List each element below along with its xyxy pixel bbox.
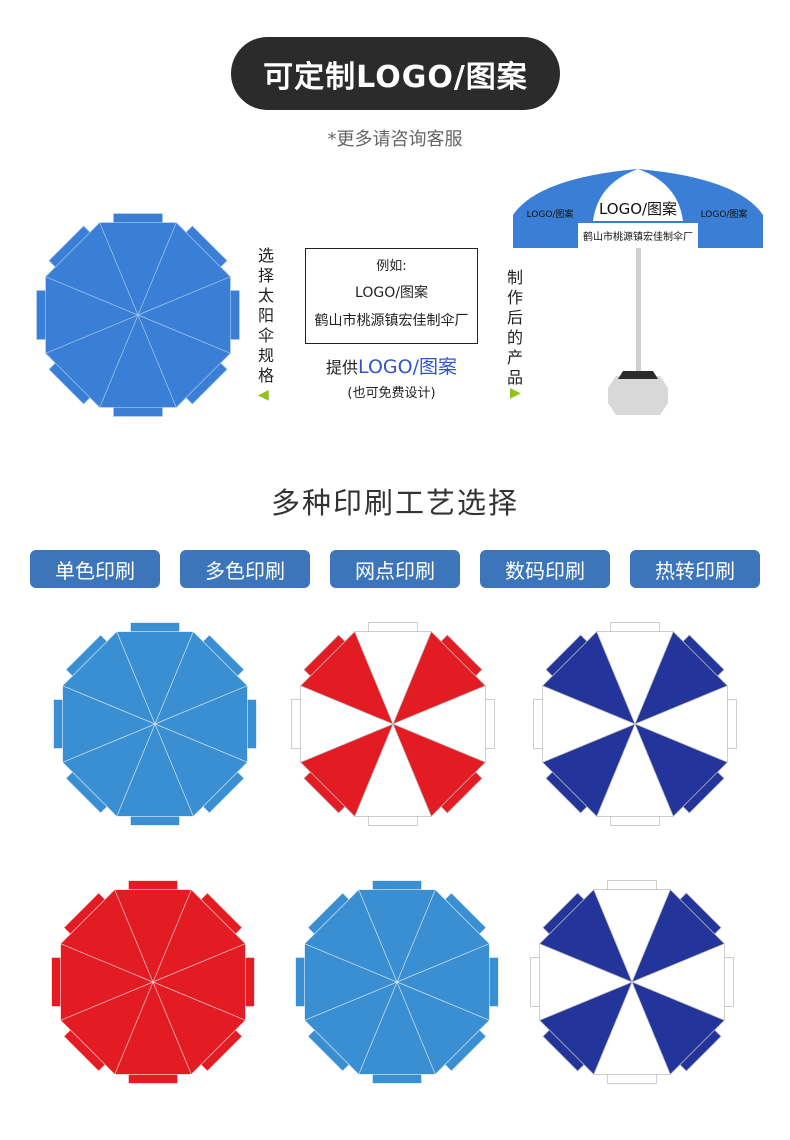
umbrella-flap — [247, 699, 257, 749]
umbrella-flap — [113, 213, 163, 223]
sample-umbrella-tata — [291, 622, 495, 826]
example-box: 例如: LOGO/图案 鹤山市桃源镇宏佳制伞厂 — [305, 248, 478, 344]
sample-umbrella-mobile — [530, 880, 734, 1084]
umbrella-flap — [202, 771, 245, 814]
umbrella-flap — [682, 771, 725, 814]
umbrella-flap — [53, 699, 63, 749]
umbrella-flap — [607, 1074, 657, 1084]
umbrella-flap — [607, 880, 657, 890]
umbrella-flap — [724, 957, 734, 1007]
umbrella-flap — [542, 1029, 585, 1072]
choose-size-label: 选择太阳伞规格 — [257, 246, 274, 385]
provide-line: 提供LOGO/图案 — [305, 352, 478, 379]
umbrella-flap — [530, 957, 540, 1007]
sample-umbrella-cctv — [53, 622, 257, 826]
umbrella-flap — [65, 771, 108, 814]
canopy-white-left — [513, 183, 573, 221]
made-product-label: 制作后的产品 — [506, 268, 523, 387]
umbrella-flap — [444, 1029, 487, 1072]
umbrella-flap — [368, 816, 418, 826]
sample-umbrella-red-logo — [51, 880, 255, 1084]
umbrella-flap — [368, 622, 418, 632]
umbrella-flap — [291, 699, 301, 749]
umbrella-flap — [533, 699, 543, 749]
provide-sub: (也可免费设计) — [347, 386, 436, 401]
umbrella-flap — [202, 634, 245, 677]
umbrella-flap — [65, 634, 108, 677]
umbrella-flap — [63, 1029, 106, 1072]
product-band-text: 鹤山市桃源镇宏佳制伞厂 — [583, 230, 693, 243]
umbrella-flap — [48, 225, 91, 268]
canopy-band-white — [578, 223, 698, 248]
umbrella-flap — [679, 1029, 722, 1072]
page-subtitle: *更多请咨询客服 — [327, 129, 463, 150]
umbrella-flap — [545, 634, 588, 677]
sample-umbrella-beer — [295, 880, 499, 1084]
page-title: 可定制LOGO/图案 — [231, 37, 560, 110]
method-digital-button[interactable]: 数码印刷 — [480, 550, 610, 588]
umbrella-flap — [682, 634, 725, 677]
umbrella-flap — [303, 771, 346, 814]
umbrella-flap — [372, 1074, 422, 1084]
umbrella-flap — [444, 892, 487, 935]
pole — [636, 248, 641, 376]
umbrella-flap — [128, 1074, 178, 1084]
umbrella-flap — [130, 816, 180, 826]
printing-section-title: 多种印刷工艺选择 — [270, 486, 519, 520]
method-multi-color-button[interactable]: 多色印刷 — [180, 550, 310, 588]
product-left-text: LOGO/图案 — [527, 208, 574, 220]
arrow-left-icon: ◀ — [258, 387, 269, 403]
method-single-color-button[interactable]: 单色印刷 — [30, 550, 160, 588]
example-logo-text: LOGO/图案 — [355, 285, 428, 301]
umbrella-flap — [200, 1029, 243, 1072]
umbrella-flap — [307, 1029, 350, 1072]
umbrella-flap — [489, 957, 499, 1007]
umbrella-flap — [440, 634, 483, 677]
example-head: 例如: — [376, 259, 407, 274]
umbrella-flap — [727, 699, 737, 749]
umbrella-flap — [113, 407, 163, 417]
umbrella-product-side-view: LOGO/图案 LOGO/图案 LOGO/图案 鹤山市桃源镇宏佳制伞厂 — [513, 169, 763, 415]
umbrella-flap — [610, 622, 660, 632]
umbrella-flap — [440, 771, 483, 814]
umbrella-flap — [48, 362, 91, 405]
base — [608, 376, 668, 415]
provide-highlight: LOGO/图案 — [358, 356, 457, 378]
umbrella-flap — [542, 892, 585, 935]
umbrella-flap — [200, 892, 243, 935]
canopy-white-panel — [593, 169, 683, 221]
umbrella-flap — [185, 362, 228, 405]
product-right-text: LOGO/图案 — [701, 208, 748, 220]
umbrella-flap — [679, 892, 722, 935]
umbrella-flap — [63, 892, 106, 935]
umbrella-flap — [303, 634, 346, 677]
umbrella-flap — [545, 771, 588, 814]
arrow-right-icon: ▶ — [510, 385, 521, 401]
umbrella-flap — [245, 957, 255, 1007]
umbrella-flap — [185, 225, 228, 268]
umbrella-flap — [130, 622, 180, 632]
umbrella-flap — [485, 699, 495, 749]
product-center-text: LOGO/图案 — [599, 200, 677, 218]
method-heat-transfer-button[interactable]: 热转印刷 — [630, 550, 760, 588]
sample-umbrella-eleme — [533, 622, 737, 826]
umbrella-flap — [51, 957, 61, 1007]
umbrella-flap — [230, 290, 240, 340]
umbrella-flap — [307, 892, 350, 935]
method-halftone-button[interactable]: 网点印刷 — [330, 550, 460, 588]
umbrella-flap — [36, 290, 46, 340]
example-company-text: 鹤山市桃源镇宏佳制伞厂 — [314, 313, 469, 329]
provide-prefix: 提供 — [326, 358, 359, 377]
umbrella-flap — [372, 880, 422, 890]
umbrella-flap — [128, 880, 178, 890]
plain-umbrella-top-view — [36, 213, 240, 417]
umbrella-flap — [295, 957, 305, 1007]
umbrella-flap — [610, 816, 660, 826]
